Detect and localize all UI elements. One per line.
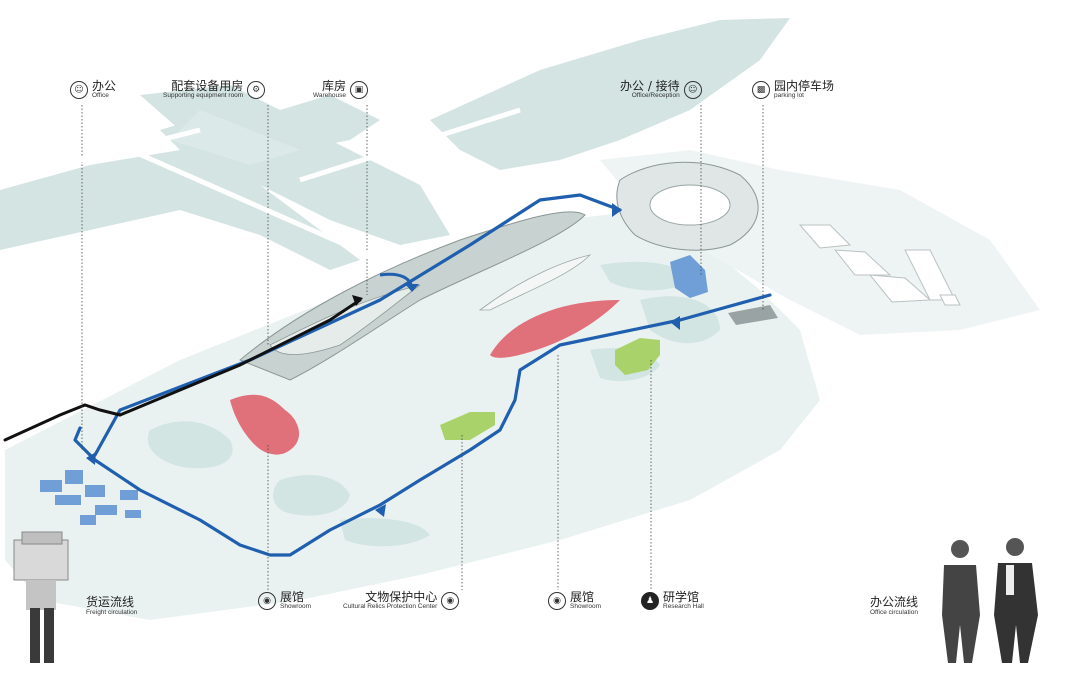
vase-icon: ◉ (441, 592, 460, 610)
freight-circulation-route (3, 298, 362, 442)
site-ground (5, 210, 820, 620)
flow-arrows (86, 203, 680, 517)
office-circulation-route (73, 193, 772, 557)
legend-office-flow: 办公流线 Office circulation (870, 595, 919, 617)
label-parking-zh: 园内停车场 (774, 79, 835, 93)
car-icon: ▩ (752, 81, 770, 99)
research-hall (615, 338, 660, 375)
label-warehouse-en: Warehouse (313, 91, 346, 99)
parking-structures (798, 224, 961, 306)
parking-lot (728, 305, 778, 325)
label-equipment-en: Supporting equipment room (163, 91, 244, 99)
person-badge-icon: ☺ (683, 81, 702, 99)
freight-worker-illustration (13, 531, 69, 663)
boxes-icon: ▣ (350, 81, 368, 99)
label-research-zh: 研学馆 (663, 590, 700, 604)
office-people-illustration (942, 538, 1038, 663)
curved-roof (478, 254, 592, 311)
person-badge-icon: ☺ (70, 81, 88, 99)
label-equipment-zh: 配套设备用房 (171, 79, 244, 93)
label-cultural-en: Cultural Relics Protection Center (343, 602, 438, 610)
freight-arrow (352, 295, 363, 306)
people-icon: ♟ (641, 592, 659, 610)
label-cultural-zh: 文物保护中心 (365, 590, 438, 604)
gear-box-icon: ⚙ (247, 81, 266, 99)
label-showroom-west-zh: 展馆 (280, 590, 305, 604)
vase-icon: ◉ (258, 592, 276, 610)
label-office-en: Office (92, 91, 109, 99)
vase-icon: ◉ (548, 592, 566, 610)
legend-office-flow-en: Office circulation (870, 609, 918, 617)
label-showroom-west-en: Showroom (280, 602, 312, 610)
roads (0, 107, 521, 263)
legend-freight-en: Freight circulation (86, 609, 138, 617)
reception-court (649, 184, 731, 226)
building-roof (269, 284, 421, 355)
office-reception-building (670, 255, 708, 298)
label-showroom-east-zh: 展馆 (570, 590, 595, 604)
leader-lines (81, 105, 764, 590)
label-showroom-east-en: Showroom (570, 602, 602, 610)
showroom-west (230, 394, 300, 455)
label-warehouse-zh: 库房 (321, 79, 346, 93)
cultural-center (440, 412, 495, 440)
water-bodies (0, 18, 790, 270)
office-buildings-west (40, 470, 141, 525)
legend-office-flow-zh: 办公流线 (870, 595, 919, 609)
label-parking-en: parking lot (774, 91, 804, 99)
label-office-reception-zh: 办公 / 接待 (620, 79, 680, 93)
legend-freight-zh: 货运流线 (86, 595, 135, 609)
legend-freight: 货运流线 Freight circulation (86, 595, 138, 617)
label-office-reception-en: Office/Reception (631, 91, 680, 99)
label-office-zh: 办公 (92, 79, 117, 93)
showroom-east (490, 300, 620, 358)
label-research-en: Research Hall (663, 602, 704, 610)
